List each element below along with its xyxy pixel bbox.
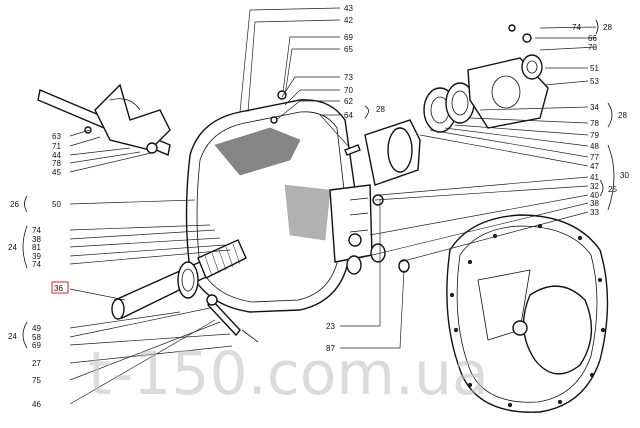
label: 43 [344,4,353,13]
watermark-text: t-150.com.ua [88,339,489,409]
label: 69 [32,341,41,350]
label: 39 [32,252,41,261]
label: 27 [32,359,41,368]
label: 74 [32,260,41,269]
shift-fork [37,83,171,156]
label: 38 [32,235,41,244]
label: 71 [52,142,61,151]
small-parts [206,90,410,343]
label: 44 [52,151,61,160]
label: 65 [344,45,353,54]
label: 51 [590,64,599,73]
label: 42 [344,16,353,25]
leader-lines [69,7,597,405]
label: 32 [590,182,599,191]
label: 69 [344,33,353,42]
label: 25 [608,185,617,194]
label: 24 [8,243,17,252]
label: 81 [32,243,41,252]
label: 78 [52,159,61,168]
group-brackets [22,19,615,349]
clutch-housing [185,99,373,313]
label: 24 [8,332,17,341]
label: 75 [32,376,41,385]
label: 66 [588,34,597,43]
label: 77 [590,153,599,162]
label: 45 [52,168,61,177]
label: 87 [326,344,335,353]
label: 53 [590,77,599,86]
label: 70 [588,43,597,52]
label: 64 [344,111,353,120]
part-labels: 63 71 44 78 45 26 50 24 74 38 81 39 74 3… [8,4,629,409]
highlight-box [51,281,69,294]
label: 34 [590,103,599,112]
label: 58 [32,333,41,342]
label: 36 [54,284,63,293]
input-shaft [111,239,247,320]
label: 41 [590,173,599,182]
label: 74 [572,23,581,32]
bearing-assembly [364,24,549,186]
label: 28 [618,111,627,120]
label: 78 [590,119,599,128]
label: 70 [344,86,353,95]
label: 40 [590,191,599,200]
label: 62 [344,97,353,106]
label: 63 [52,132,61,141]
label: 28 [603,23,612,32]
label: 23 [326,322,335,331]
label: 73 [344,73,353,82]
label: 38 [590,199,599,208]
label: 79 [590,131,599,140]
transmission-housing [446,214,609,413]
label: 47 [590,162,599,171]
label: 49 [32,324,41,333]
label: 50 [52,200,61,209]
label: 28 [376,105,385,114]
label: 48 [590,142,599,151]
label: 74 [32,226,41,235]
label: 26 [10,200,19,209]
label: 46 [32,400,41,409]
label: 33 [590,208,599,217]
label: 30 [620,171,629,180]
